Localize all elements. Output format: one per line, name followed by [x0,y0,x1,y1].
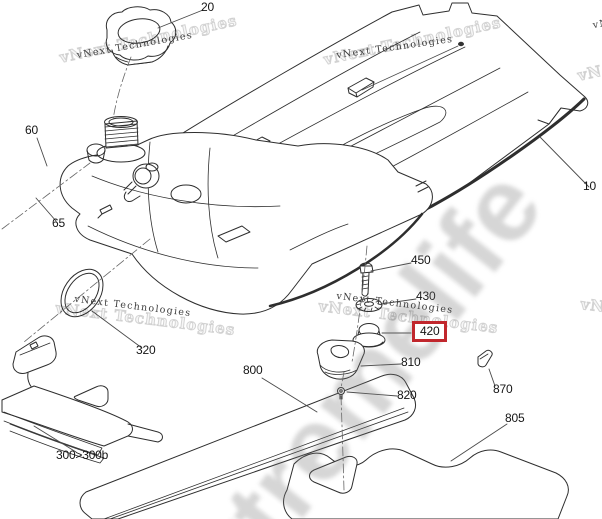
fuel-cap [105,6,177,66]
clip-65 [97,204,113,219]
axis-lines [1,56,368,491]
fuel-sender-assembly [1,335,163,464]
part-callout-420[interactable]: 420 [412,321,448,343]
leader-lines [33,9,590,462]
grommet-420 [352,323,386,348]
mat-800 [79,373,417,519]
rivet-820 [337,387,345,400]
part-callout-450[interactable]: 450 [411,253,431,267]
vent-fitting-60 [123,162,160,202]
part-callout-60[interactable]: 60 [25,123,38,137]
clamp-810 [316,339,365,380]
part-callout-800[interactable]: 800 [243,363,263,377]
part-callout-320[interactable]: 320 [136,343,156,357]
part-callout-20[interactable]: 20 [201,0,214,14]
o-ring-320 [60,268,104,318]
part-callout-870[interactable]: 870 [493,382,513,396]
pin-870 [477,349,493,368]
part-callout-65[interactable]: 65 [52,216,65,230]
part-callout-820[interactable]: 820 [397,388,417,402]
part-callout-10[interactable]: 10 [583,179,596,193]
part-callout-805[interactable]: 805 [505,411,525,425]
part-callout-430[interactable]: 430 [416,289,436,303]
washer-430 [355,298,383,312]
bolt-450 [359,262,374,297]
part-callout-810[interactable]: 810 [401,355,421,369]
panel-screw [458,41,464,47]
part-callout-300-300b[interactable]: 300>300b [56,448,109,462]
